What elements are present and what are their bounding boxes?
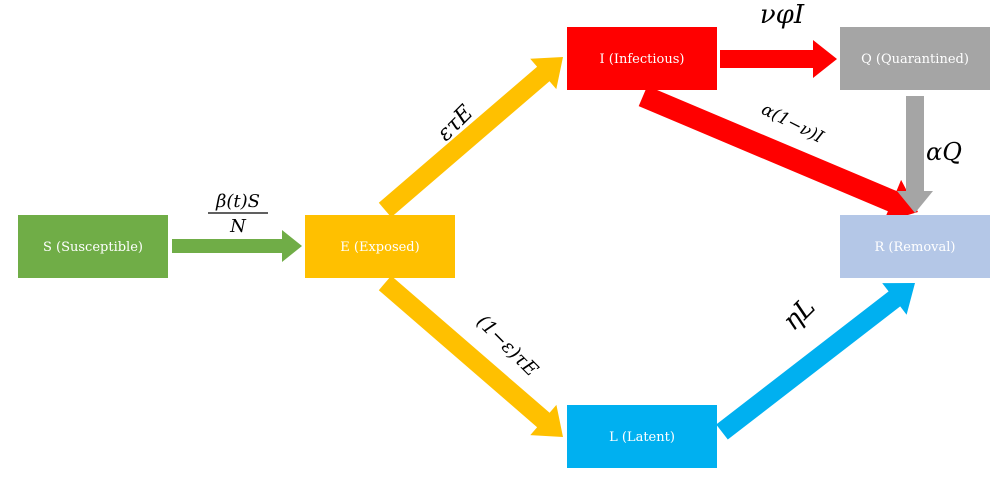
rate-s-to-e: β(t)S N — [208, 191, 268, 237]
node-q: Q (Quarantined) — [840, 27, 990, 90]
arrow-e-to-i — [378, 57, 563, 218]
node-e: E (Exposed) — [305, 215, 455, 278]
arrow-l-to-r — [716, 283, 915, 440]
arrow-i-to-q — [720, 40, 837, 78]
node-e-label: E (Exposed) — [340, 240, 419, 255]
arrow-i-to-r — [638, 85, 918, 223]
node-l: L (Latent) — [567, 405, 717, 468]
node-q-label: Q (Quarantined) — [861, 52, 969, 67]
arrow-e-to-l — [378, 275, 563, 437]
rate-l-to-r: ηL — [777, 292, 821, 336]
node-l-label: L (Latent) — [609, 430, 675, 445]
node-s-label: S (Susceptible) — [43, 240, 143, 255]
rate-s-to-e-numerator: β(t)S — [215, 191, 260, 212]
arrow-q-to-r — [897, 96, 933, 213]
rate-i-to-q: νφI — [760, 0, 805, 30]
node-r: R (Removal) — [840, 215, 990, 278]
node-r-label: R (Removal) — [875, 240, 956, 255]
node-i-label: I (Infectious) — [600, 52, 685, 67]
rate-s-to-e-denominator: N — [229, 216, 247, 237]
arrow-s-to-e — [172, 230, 302, 262]
node-s: S (Susceptible) — [18, 215, 168, 278]
rate-q-to-r: αQ — [926, 138, 962, 166]
node-i: I (Infectious) — [567, 27, 717, 90]
